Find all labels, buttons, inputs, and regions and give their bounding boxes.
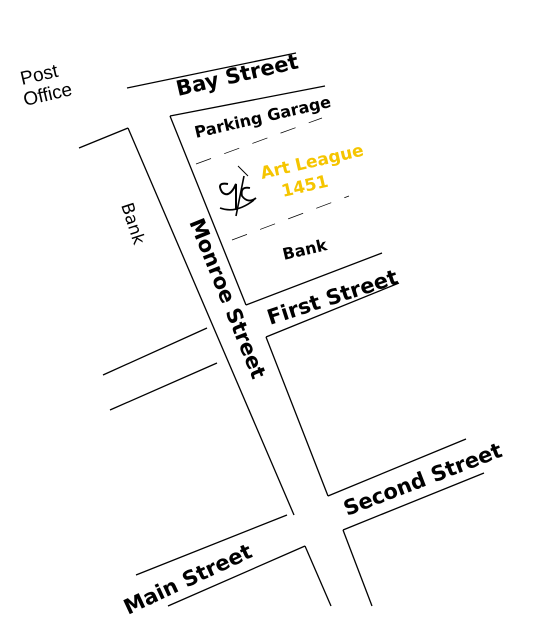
block-west-edge bbox=[169, 115, 247, 306]
parking-garage-label: Parking Garage bbox=[193, 92, 333, 142]
bank-block-south-edge bbox=[102, 327, 208, 376]
parking-garage-divider bbox=[195, 117, 323, 165]
bank-left-label: Bank bbox=[116, 200, 148, 247]
bank-block-north-edge bbox=[78, 127, 129, 149]
block-south-edge bbox=[245, 252, 383, 306]
main-street-north-edge bbox=[135, 514, 288, 576]
monroe-street-west-edge-south bbox=[304, 545, 332, 607]
bay-street-label: Bay Street bbox=[174, 49, 301, 100]
first-street-south-edge bbox=[265, 282, 400, 338]
second-street-south-edge bbox=[342, 472, 485, 531]
monroe-street-west-edge bbox=[127, 127, 295, 516]
monroe-street-label: Monroe Street bbox=[184, 215, 270, 382]
first-street-label: First Street bbox=[264, 265, 401, 330]
main-street-label: Main Street bbox=[120, 539, 256, 619]
bank-divider bbox=[231, 195, 350, 241]
monroe-street-east-edge-lower bbox=[265, 336, 329, 497]
monroe-street-east-edge-south bbox=[342, 529, 373, 607]
street-lines bbox=[78, 52, 485, 607]
bay-street-north-edge bbox=[126, 52, 297, 89]
main-street-south-edge bbox=[167, 545, 306, 607]
art-league-logo-icon bbox=[219, 165, 257, 217]
bank-right-label: Bank bbox=[281, 235, 329, 264]
block-north-edge bbox=[169, 85, 326, 117]
lower-block-north-edge bbox=[109, 362, 218, 411]
second-street-north-edge bbox=[327, 438, 467, 497]
second-street-label: Second Street bbox=[340, 438, 505, 520]
